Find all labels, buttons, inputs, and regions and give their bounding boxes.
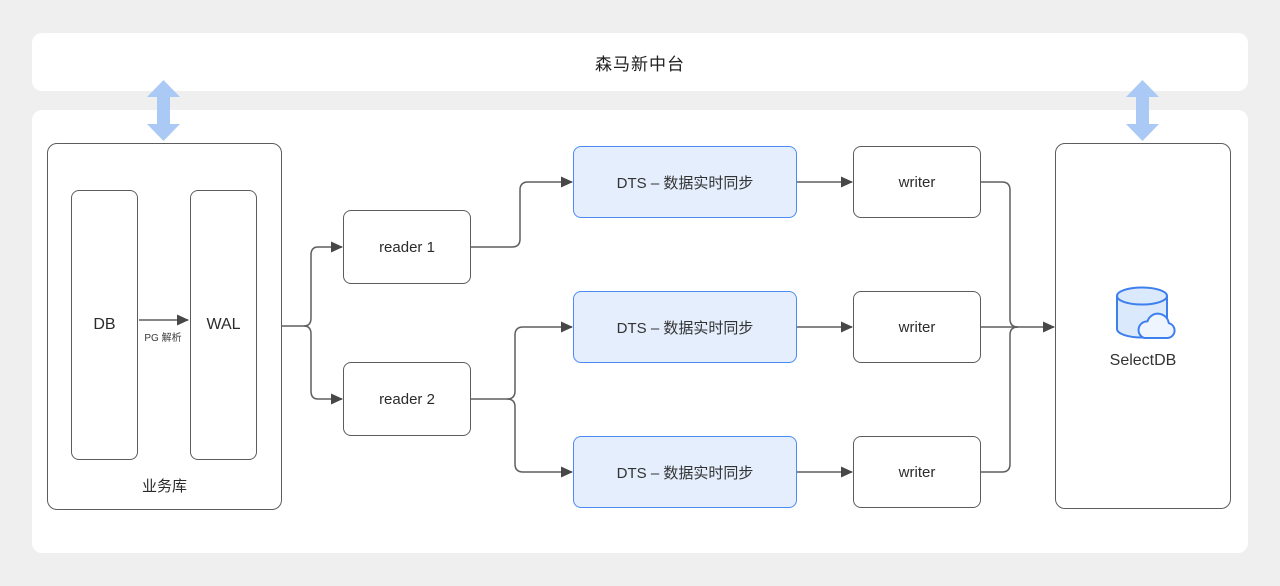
dts-node-3: DTS – 数据实时同步 <box>573 436 797 508</box>
selectdb-label: SelectDB <box>1109 352 1177 369</box>
dts-node-1: DTS – 数据实时同步 <box>573 146 797 218</box>
database-cloud-icon <box>1116 286 1176 340</box>
sync-arrow-icon <box>147 80 180 141</box>
wal-label: WAL <box>206 316 241 333</box>
banner-title: 森马新中台 <box>595 54 685 74</box>
source-group-caption: 业务库 <box>141 478 187 495</box>
dts-node-2: DTS – 数据实时同步 <box>573 291 797 363</box>
selectdb-content: SelectDB <box>1055 286 1231 370</box>
dts-1-label: DTS – 数据实时同步 <box>616 174 754 192</box>
sync-arrow-icon <box>1126 80 1159 141</box>
writer-2-label: writer <box>898 318 936 336</box>
banner: 森马新中台 <box>32 33 1248 91</box>
reader-2-node: reader 2 <box>343 362 471 436</box>
reader-2-label: reader 2 <box>379 390 435 408</box>
writer-1-label: writer <box>898 173 936 191</box>
writer-node-1: writer <box>853 146 981 218</box>
dts-2-label: DTS – 数据实时同步 <box>616 319 754 337</box>
reader-1-label: reader 1 <box>379 238 435 256</box>
source-group-box <box>47 143 282 510</box>
pg-parse-label: PG 解析 <box>144 333 182 344</box>
dts-3-label: DTS – 数据实时同步 <box>616 464 754 482</box>
writer-3-label: writer <box>898 463 936 481</box>
reader-1-node: reader 1 <box>343 210 471 284</box>
wal-node: WAL <box>190 190 257 460</box>
db-node: DB <box>71 190 138 460</box>
writer-node-2: writer <box>853 291 981 363</box>
selectdb-box <box>1055 143 1231 509</box>
db-label: DB <box>93 316 116 333</box>
writer-node-3: writer <box>853 436 981 508</box>
